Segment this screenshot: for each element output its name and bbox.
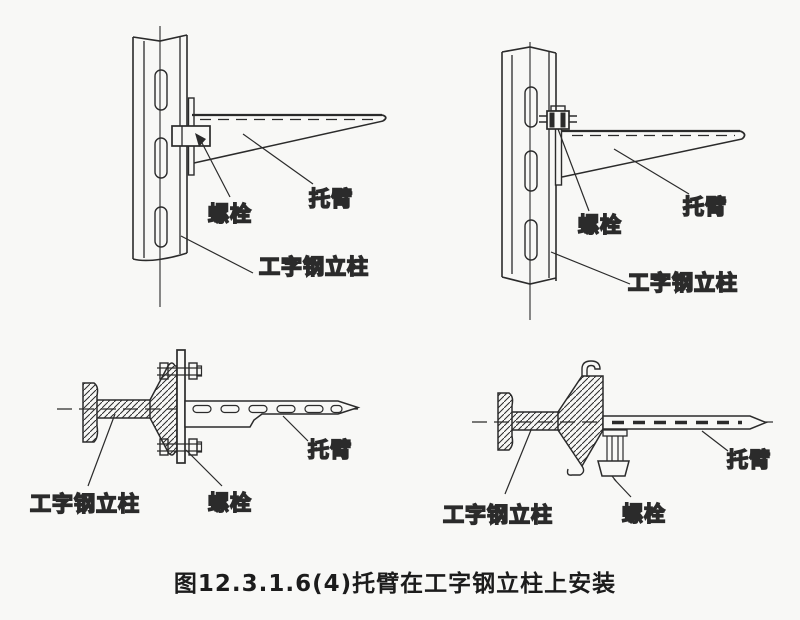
label-bracket: 托臂 xyxy=(309,187,353,211)
clamp-plate-drawing xyxy=(176,349,186,464)
view-bottom-left: 工字钢立柱 螺栓 托臂 xyxy=(29,349,363,517)
bracket-arm-drawing xyxy=(602,415,768,430)
label-bracket: 托臂 xyxy=(727,448,771,472)
view-top-right: 螺栓 托臂 工字钢立柱 xyxy=(501,42,746,320)
view-top-left: 螺栓 托臂 工字钢立柱 xyxy=(132,26,387,307)
leader-lines xyxy=(550,128,690,285)
bracket-arm-drawing xyxy=(192,113,387,164)
label-column: 工字钢立柱 xyxy=(30,492,140,516)
label-bolt: 螺栓 xyxy=(622,502,666,526)
bolt-drawing xyxy=(171,125,211,147)
label-bracket: 托臂 xyxy=(308,438,352,462)
i-beam-column-drawing xyxy=(132,26,195,307)
bolt-drawing xyxy=(597,429,630,482)
leader-lines xyxy=(180,133,314,274)
label-bracket: 托臂 xyxy=(683,195,727,219)
label-bolt: 螺栓 xyxy=(208,202,252,226)
i-beam-column-drawing xyxy=(82,362,178,456)
i-beam-column-drawing xyxy=(497,360,604,476)
bolt-drawing xyxy=(157,362,203,456)
label-column: 工字钢立柱 xyxy=(628,271,738,295)
label-column: 工字钢立柱 xyxy=(259,255,369,279)
i-beam-column-drawing xyxy=(501,42,563,320)
bolt-drawing xyxy=(539,105,577,130)
label-bolt: 螺栓 xyxy=(208,491,252,515)
leader-lines xyxy=(504,429,729,498)
leader-lines xyxy=(87,413,309,487)
view-bottom-right: 工字钢立柱 螺栓 托臂 xyxy=(442,360,778,528)
figure-caption: 图12.3.1.6(4)托臂在工字钢立柱上安装 xyxy=(174,570,616,597)
bracket-arm-drawing xyxy=(184,400,361,428)
bracket-arm-drawing xyxy=(561,129,746,178)
label-column: 工字钢立柱 xyxy=(443,503,553,527)
label-bolt: 螺栓 xyxy=(578,213,622,237)
